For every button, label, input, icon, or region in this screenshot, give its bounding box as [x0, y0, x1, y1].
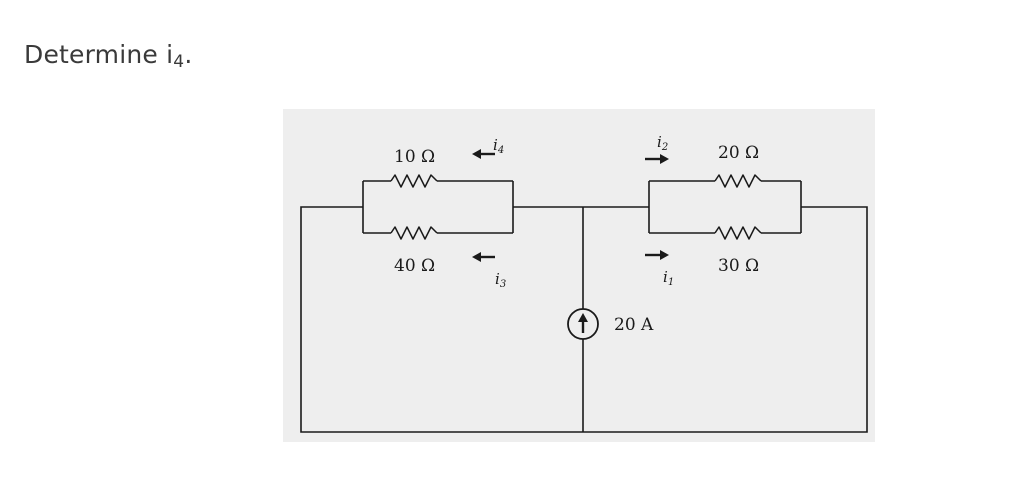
left-arrow-icon: [472, 149, 481, 159]
label-i2-base: i: [657, 133, 662, 151]
right-arrow-icon: [660, 154, 669, 164]
label-10-ohm: 10 Ω: [394, 147, 435, 167]
label-i2-sub: 2: [661, 142, 668, 153]
label-i3-base: i: [495, 270, 500, 288]
resistor-10-ohm: [390, 174, 438, 188]
label-20-ohm: 20 Ω: [718, 143, 759, 163]
label-30-ohm: 30 Ω: [718, 256, 759, 276]
label-i1-base: i: [663, 268, 668, 286]
label-i4-sub: 4: [497, 145, 504, 156]
label-40-ohm: 40 Ω: [394, 256, 435, 276]
circuit-diagram: 10 Ω 40 Ω 20 Ω 30 Ω 20 A i4 i3 i2 i1: [283, 109, 875, 442]
left-arrow-icon: [472, 252, 481, 262]
up-arrow-icon: [578, 313, 588, 322]
current-arrows: [472, 149, 669, 262]
circuit-svg: 10 Ω 40 Ω 20 Ω 30 Ω 20 A i4 i3 i2 i1: [300, 133, 868, 433]
label-i2: i2: [657, 133, 668, 153]
label-i4-base: i: [493, 136, 498, 154]
question-text: Determine i4.: [24, 40, 192, 72]
label-i3: i3: [495, 270, 506, 290]
question-prefix: Determine i: [24, 40, 174, 69]
label-i1-sub: 1: [668, 277, 674, 288]
label-i4: i4: [493, 136, 504, 156]
resistor-20-ohm: [714, 174, 762, 188]
label-source-current: 20 A: [614, 315, 654, 335]
question-subscript: 4: [173, 52, 185, 72]
label-i1: i1: [663, 268, 674, 288]
resistor-30-ohm: [714, 226, 762, 240]
right-arrow-icon: [660, 250, 669, 260]
resistor-40-ohm: [390, 226, 438, 240]
current-source: [567, 308, 599, 340]
outer-loop-wire: [300, 206, 868, 433]
label-i3-sub: 3: [500, 279, 506, 290]
question-suffix: .: [184, 40, 193, 69]
circuit-wires: [300, 180, 868, 433]
